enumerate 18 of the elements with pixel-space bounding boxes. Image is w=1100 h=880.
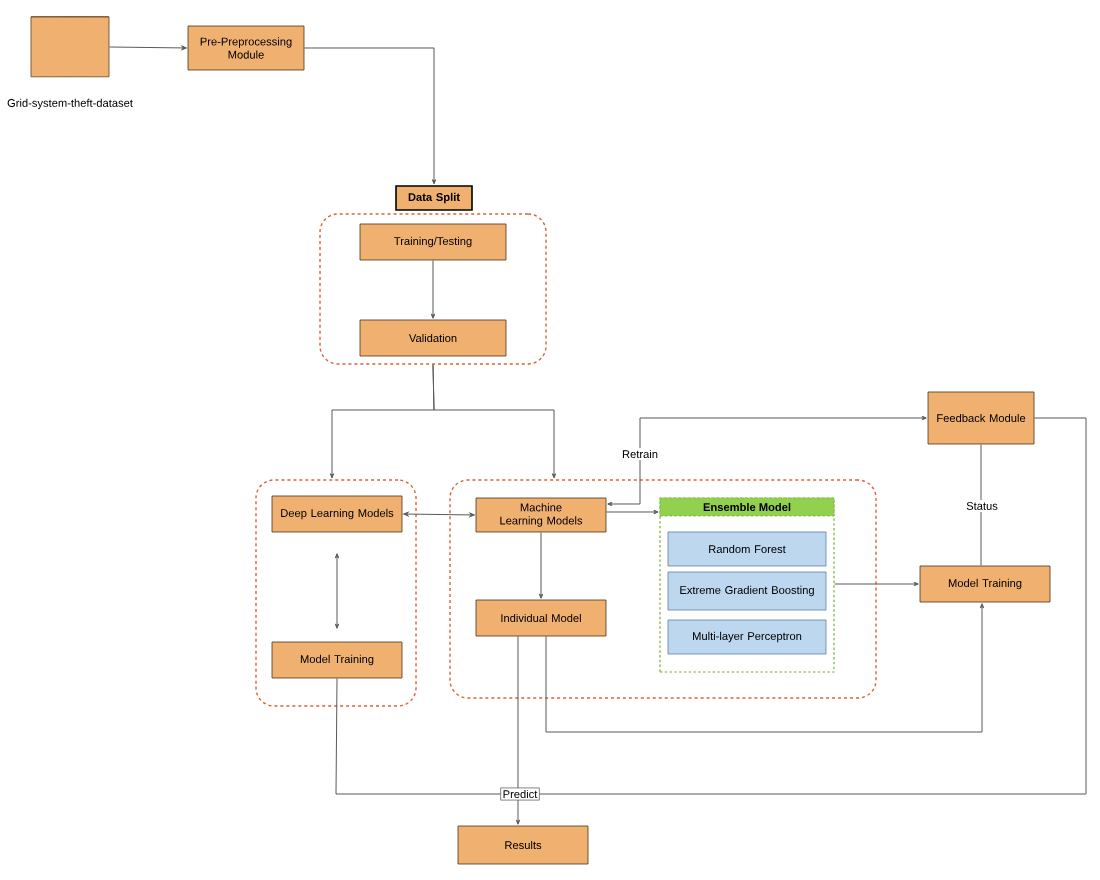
arrow bbox=[607, 415, 927, 507]
arrow bbox=[432, 364, 557, 479]
connector-line bbox=[335, 417, 1087, 795]
dashed-group-box bbox=[449, 479, 877, 699]
arrow bbox=[334, 553, 340, 629]
database-cylinder bbox=[30, 16, 110, 78]
arrow bbox=[605, 509, 659, 515]
dashed-group-box bbox=[255, 479, 417, 707]
dashed-group-box bbox=[319, 213, 547, 365]
arrow bbox=[403, 511, 475, 518]
arrow bbox=[834, 581, 919, 587]
arrow bbox=[303, 47, 437, 185]
connector-line bbox=[980, 443, 982, 567]
arrow bbox=[515, 635, 521, 825]
arrow bbox=[108, 45, 187, 51]
arrow bbox=[545, 603, 985, 733]
arrow bbox=[538, 531, 544, 599]
arrow bbox=[430, 259, 436, 319]
